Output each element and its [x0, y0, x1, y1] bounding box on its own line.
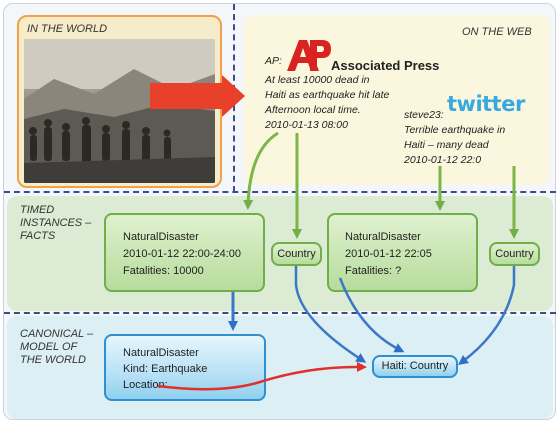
ap-logo	[285, 38, 331, 72]
fact-fatalities: Fatalities: 10000	[123, 265, 204, 277]
earthquake-photo	[24, 39, 215, 183]
timed-instances-label: TIMED INSTANCES – FACTS	[20, 204, 91, 243]
entity-type: NaturalDisaster	[123, 347, 199, 359]
twitter-logo: twitter	[447, 92, 525, 116]
twitter-username: steve23:	[404, 109, 444, 121]
horizontal-divider	[4, 312, 556, 314]
location-to-haiti-arrow	[157, 361, 367, 391]
label-line: MODEL OF	[20, 341, 78, 353]
fact-type: NaturalDisaster	[123, 231, 199, 243]
fact-fatalities: Fatalities: ?	[345, 265, 402, 277]
ap-brand-name: Associated Press	[331, 58, 440, 73]
fact-time: 2010-01-12 22:00-24:00	[123, 248, 242, 260]
canonical-model-band	[7, 316, 553, 419]
on-the-web-label: ON THE WEB	[462, 26, 532, 38]
country1-to-haiti-arrow	[294, 266, 367, 363]
haiti-country-box[interactable]: Haiti: Country	[372, 355, 458, 378]
fact-box-twitter[interactable]: NaturalDisaster 2010-01-12 22:05 Fatalit…	[327, 213, 478, 292]
ap-to-fact-arrow	[243, 131, 279, 210]
twitter-post-timestamp: 2010-01-12 22:0	[404, 154, 482, 166]
canonical-model-label: CANONICAL – MODEL OF THE WORLD	[20, 328, 93, 367]
ap-source-prefix: AP:	[265, 55, 282, 67]
fact-time: 2010-01-12 22:05	[345, 248, 432, 260]
label-line: THE WORLD	[20, 354, 86, 366]
country-box-2[interactable]: Country	[489, 242, 540, 266]
world-to-web-arrow	[150, 75, 245, 117]
horizontal-divider	[4, 191, 556, 193]
country-box-1[interactable]: Country	[271, 242, 322, 266]
ap-post-timestamp: 2010-01-13 08:00	[265, 119, 348, 131]
entity-kind: Kind: Earthquake	[123, 363, 208, 375]
label-line: FACTS	[20, 230, 56, 242]
world-panel: IN THE WORLD	[17, 15, 222, 188]
entity-location: Location:	[123, 379, 168, 391]
country2-to-haiti-arrow	[457, 266, 516, 365]
in-the-world-label: IN THE WORLD	[27, 23, 108, 35]
web-panel	[244, 15, 550, 185]
fact-box-ap[interactable]: NaturalDisaster 2010-01-12 22:00-24:00 F…	[104, 213, 265, 292]
twitter-post-line: Terrible earthquake in	[404, 124, 506, 136]
ap-post-line: At least 10000 dead in	[265, 74, 370, 86]
label-line: TIMED	[20, 204, 55, 216]
label-line: INSTANCES –	[20, 217, 92, 229]
fact2-to-haiti-arrow	[338, 277, 405, 353]
twitter-post-line: Haiti – many dead	[404, 139, 489, 151]
ap-post-line: Haiti as earthquake hit late	[265, 89, 390, 101]
label-line: CANONICAL –	[20, 328, 94, 340]
twitter-post-text: steve23: Terrible earthquake in Haiti – …	[404, 108, 505, 168]
ap-post-line: Afternoon local time.	[265, 104, 361, 116]
ap-post-text: At least 10000 dead in Haiti as earthqua…	[265, 73, 389, 133]
fact-type: NaturalDisaster	[345, 231, 421, 243]
